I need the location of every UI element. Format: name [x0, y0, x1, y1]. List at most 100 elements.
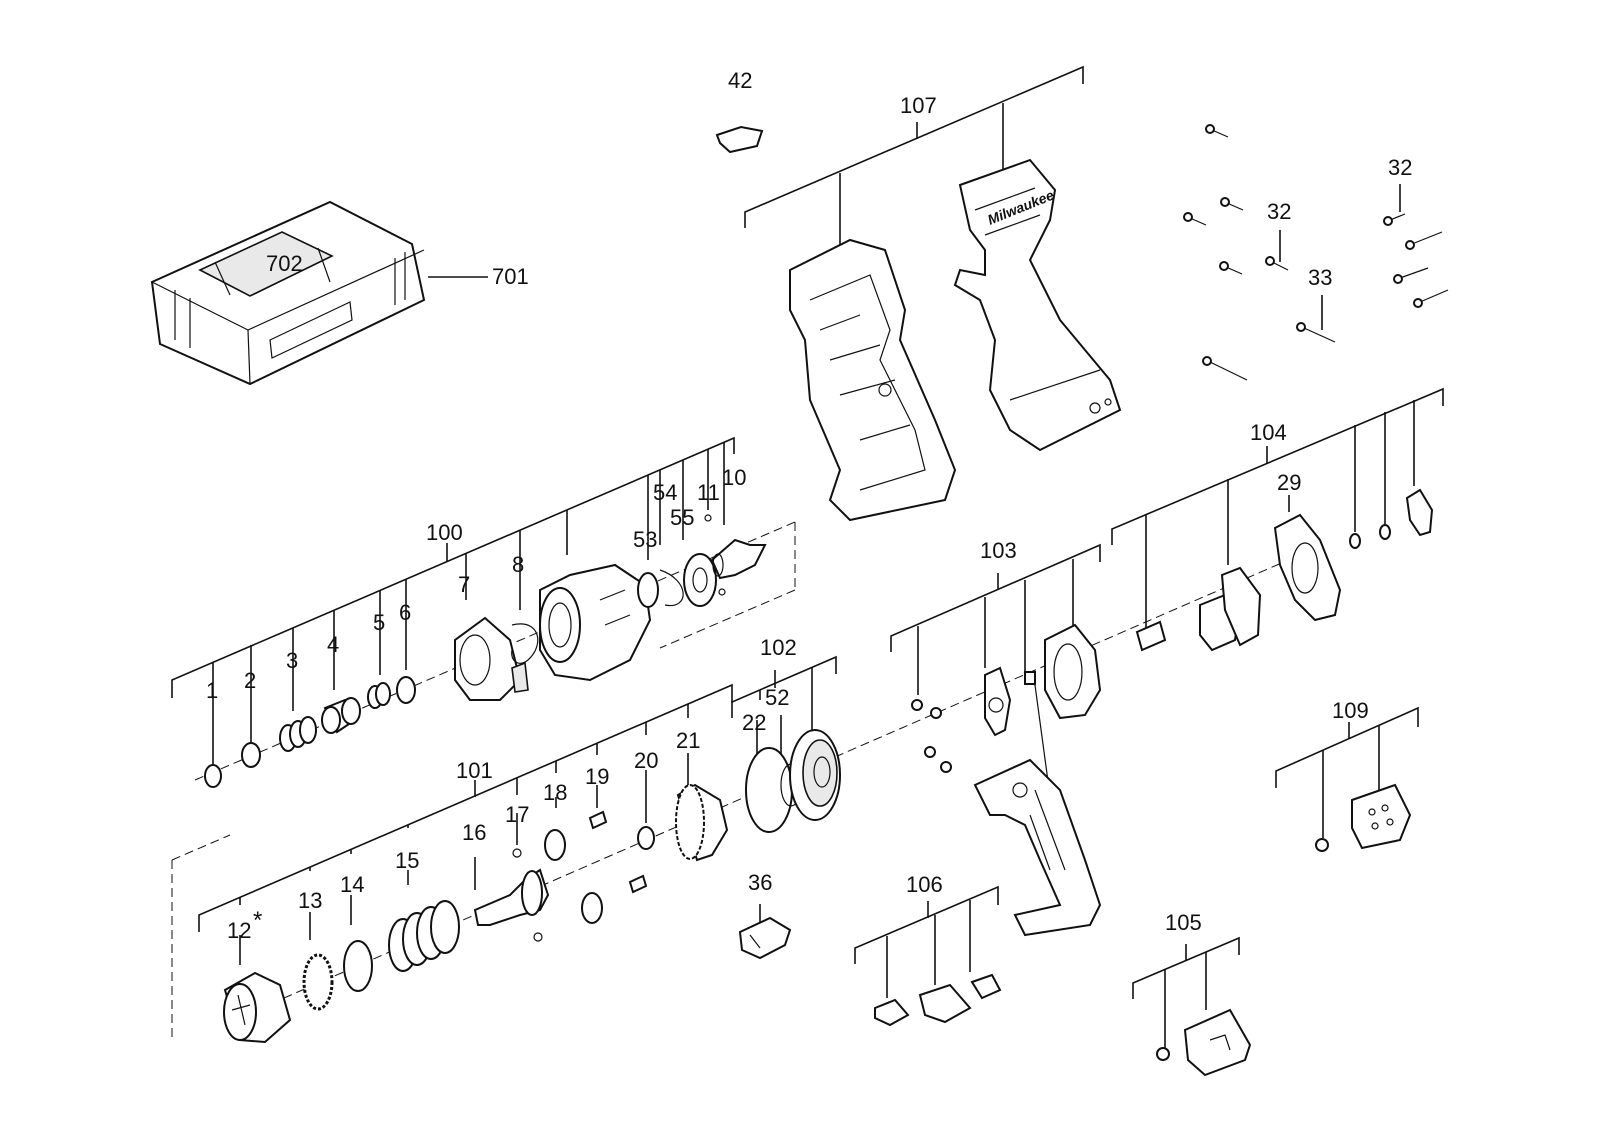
part-109-block: [1351, 783, 1412, 850]
part-105-screw: [1156, 1047, 1170, 1061]
part-4: [321, 697, 361, 734]
part-2: [241, 742, 261, 768]
part-103-stator: [1044, 623, 1102, 720]
label-104: 104: [1250, 420, 1287, 445]
part-104-rotor: [1199, 566, 1262, 652]
part-42: [715, 125, 764, 154]
label-103: 103: [980, 538, 1017, 563]
housing-right: Milwaukee: [953, 158, 1122, 452]
label-1: 1: [206, 678, 218, 703]
part-13: [302, 953, 334, 1011]
label-109: 109: [1332, 698, 1369, 723]
label-4: 4: [327, 632, 339, 657]
part-12: [223, 971, 292, 1044]
label-106: 106: [906, 872, 943, 897]
label-102: 102: [760, 635, 797, 660]
label-702: 702: [266, 251, 303, 276]
label-19: 19: [585, 764, 609, 789]
screws-32-33: [1183, 124, 1449, 381]
label-701: 701: [492, 264, 529, 289]
part-5: [367, 682, 391, 709]
part-55: [683, 553, 717, 607]
part-103-screws: [911, 699, 952, 773]
bracket-100: [171, 436, 735, 770]
label-101: 101: [456, 758, 493, 783]
label-6: 6: [399, 600, 411, 625]
part-105-cover: [1183, 1008, 1252, 1077]
assembly-axis-lines: [171, 521, 1301, 1042]
part-10: [710, 538, 767, 580]
part-29: [1273, 513, 1342, 622]
label-55: 55: [670, 505, 694, 530]
label-11: 11: [697, 480, 720, 505]
bracket-104: [1111, 387, 1444, 628]
label-21: 21: [676, 728, 700, 753]
part-15: [388, 900, 460, 972]
part-104-sleeve: [1135, 620, 1167, 652]
part-14: [343, 940, 373, 992]
part-6: [396, 676, 416, 704]
part-53: [637, 572, 659, 608]
label-3: 3: [286, 648, 298, 673]
label-107: 107: [900, 93, 937, 118]
label-2: 2: [244, 668, 256, 693]
label-29: 29: [1277, 470, 1301, 495]
carry-case: [150, 200, 426, 386]
part-18: [544, 829, 603, 924]
part-11: [704, 514, 726, 596]
bracket-109: [1275, 706, 1419, 838]
label-10: 10: [722, 465, 746, 490]
label-22: 22: [742, 710, 766, 735]
label-12-star: *: [253, 907, 262, 934]
label-54: 54: [653, 480, 677, 505]
label-16: 16: [462, 820, 486, 845]
part-19: [588, 810, 648, 894]
label-15: 15: [395, 848, 419, 873]
part-22: [745, 747, 793, 833]
label-12: 12: [227, 918, 251, 943]
part-102-bearing: [789, 729, 841, 821]
label-32b: 32: [1267, 199, 1291, 224]
bracket-105: [1132, 936, 1240, 1048]
label-20: 20: [634, 748, 658, 773]
label-5: 5: [373, 610, 385, 635]
leader-lines: [428, 184, 1401, 925]
part-7: [454, 616, 529, 701]
label-33: 33: [1308, 265, 1332, 290]
bracket-106: [854, 885, 999, 998]
part-104-endplate: [1405, 488, 1434, 537]
part-8: [511, 623, 539, 664]
part-1: [204, 764, 222, 788]
label-7: 7: [458, 572, 470, 597]
part-17: [512, 848, 543, 942]
bracket-103: [890, 543, 1101, 695]
bracket-101: [198, 683, 733, 965]
part-106-c: [970, 973, 1002, 1000]
label-13: 13: [298, 888, 322, 913]
label-52: 52: [765, 685, 789, 710]
part-54: [659, 569, 684, 607]
part-106-a: [874, 998, 910, 1027]
part-106-b: [918, 983, 972, 1024]
gear-housing: [539, 563, 652, 682]
label-18: 18: [543, 780, 567, 805]
part-104-washers: [1349, 524, 1391, 549]
part-20: [637, 826, 655, 850]
label-100: 100: [426, 520, 463, 545]
label-36: 36: [748, 870, 772, 895]
callout-labels: 42 107 32 32 33 702 701 104 29 54 11 10 …: [206, 68, 1412, 943]
label-17: 17: [505, 802, 529, 827]
part-36: [738, 916, 792, 960]
part-109-screw: [1315, 838, 1329, 852]
part-21: [675, 783, 729, 862]
label-105: 105: [1165, 910, 1202, 935]
label-53: 53: [633, 527, 657, 552]
part-103-plate: [984, 666, 1012, 737]
label-32a: 32: [1388, 155, 1412, 180]
label-8: 8: [512, 552, 524, 577]
label-14: 14: [340, 872, 364, 897]
label-42: 42: [728, 68, 752, 93]
part-16: [473, 868, 550, 926]
part-3: [279, 716, 317, 752]
